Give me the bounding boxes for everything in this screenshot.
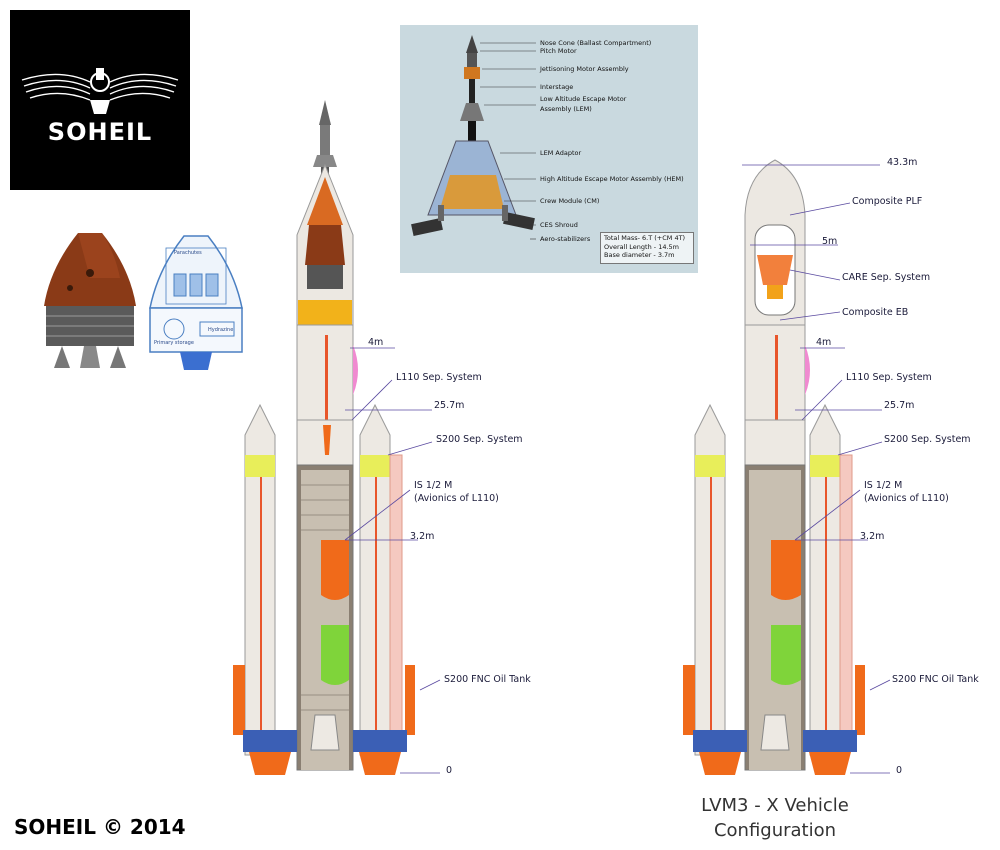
figure-caption: LVM3 - X Vehicle Configuration: [690, 793, 860, 843]
soheil-logo: SOHEIL: [10, 10, 190, 190]
right-label-composite-plf: Composite PLF: [852, 196, 923, 207]
crew-escape-system-diagram: [411, 35, 536, 240]
caption-line-2: Configuration: [713, 820, 837, 841]
left-label-25-7m: 25.7m: [434, 400, 465, 411]
label-ces-shroud: CES Shroud: [540, 221, 578, 229]
left-label-s200-sep: S200 Sep. System: [436, 434, 523, 445]
spec-overall-length: Overall Length - 14.5m: [604, 242, 679, 251]
right-label-5m: 5m: [822, 236, 838, 247]
right-label-43-3m: 43.3m: [887, 157, 918, 168]
crew-module-exterior: [44, 233, 136, 368]
right-label-3-2m: 3.2m: [860, 531, 885, 542]
label-lem-adaptor: LEM Adaptor: [540, 149, 582, 157]
label-jettisoning-motor: Jettisoning Motor Assembly: [540, 65, 629, 73]
capsule-label-storage: Primary storage: [154, 340, 194, 346]
label-lem-2: Assembly (LEM): [540, 105, 592, 113]
right-label-fnc-oil-tank: S200 FNC Oil Tank: [892, 674, 979, 685]
label-pitch-motor: Pitch Motor: [540, 47, 577, 55]
logo-text: SOHEIL: [47, 118, 153, 146]
crew-module-cutaway: Parachutes Primary storage Hydrazine: [149, 235, 243, 370]
label-interstage: Interstage: [540, 83, 574, 91]
right-label-s200-sep: S200 Sep. System: [884, 434, 971, 445]
left-label-is12m: IS 1/2 M: [414, 480, 453, 491]
faravahar-emblem-icon: [21, 68, 179, 114]
right-rocket: [683, 159, 865, 775]
spec-box: Total Mass- 6.T (+CM 4T) Overall Length …: [600, 232, 694, 264]
right-label-care-sep: CARE Sep. System: [842, 272, 931, 283]
label-lem-1: Low Altitude Escape Motor: [540, 95, 627, 103]
label-crew-module: Crew Module (CM): [540, 197, 600, 205]
label-nose-cone: Nose Cone (Ballast Compartment): [540, 39, 652, 47]
right-label-l110-sep: L110 Sep. System: [846, 372, 932, 383]
right-label-composite-eb: Composite EB: [842, 307, 909, 318]
left-label-avionics: (Avionics of L110): [414, 493, 499, 504]
left-label-zero: 0: [446, 765, 453, 776]
left-label-4m: 4m: [368, 337, 384, 348]
right-label-avionics: (Avionics of L110): [864, 493, 949, 504]
spec-base-diameter: Base diameter - 3.7m: [604, 251, 675, 259]
label-aero-stabilizers: Aero-stabilizers: [540, 235, 591, 243]
right-label-4m: 4m: [816, 337, 832, 348]
copyright-notice: SOHEIL © 2014: [14, 815, 186, 839]
spec-total-mass: Total Mass- 6.T (+CM 4T): [604, 234, 686, 242]
caption-line-1: LVM3 - X Vehicle: [701, 795, 849, 816]
label-hem: High Altitude Escape Motor Assembly (HEM…: [540, 175, 684, 183]
left-label-l110-sep: L110 Sep. System: [396, 372, 482, 383]
capsule-label-parachutes: Parachutes: [174, 250, 202, 256]
right-label-25-7m: 25.7m: [884, 400, 915, 411]
right-label-zero: 0: [896, 765, 903, 776]
left-rocket: [233, 100, 415, 775]
crew-escape-system-inset: Nose Cone (Ballast Compartment) Pitch Mo…: [400, 25, 698, 273]
left-label-fnc-oil-tank: S200 FNC Oil Tank: [444, 674, 531, 685]
capsule-label-hydrazine: Hydrazine: [208, 327, 233, 333]
left-label-3-2m: 3.2m: [410, 531, 435, 542]
right-label-is12m: IS 1/2 M: [864, 480, 903, 491]
